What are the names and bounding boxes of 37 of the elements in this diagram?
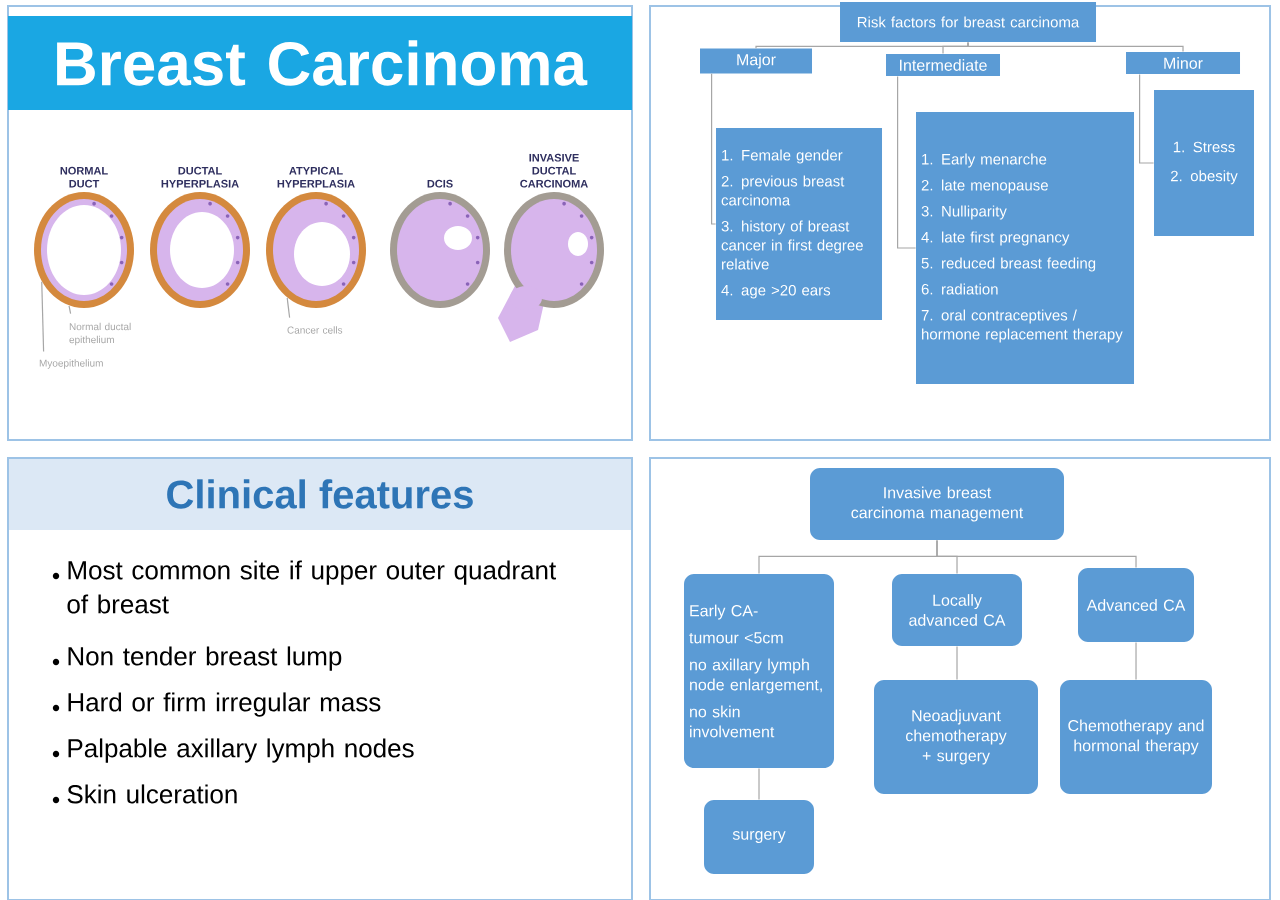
leader-line xyxy=(286,297,291,319)
process-box: Neoadjuvant chemotherapy + surgery xyxy=(874,680,1038,794)
category-box: Intermediate xyxy=(886,54,1000,76)
process-box: Early CA- tumour <5cm no axillary lymph node enlargement, no skin involvement xyxy=(684,574,834,768)
category-box: Major xyxy=(700,48,812,74)
duct-drawing xyxy=(390,192,490,308)
slide-panel xyxy=(649,457,1271,900)
bullet-item: Skin ulceration xyxy=(52,784,237,804)
connector-line xyxy=(1135,641,1137,681)
process-box: Locally advanced CA xyxy=(892,574,1022,646)
duct-drawing xyxy=(498,192,604,342)
panel-heading: Clinical features xyxy=(167,479,473,509)
connector-line xyxy=(758,767,760,801)
connector-line xyxy=(897,75,917,249)
leader-line xyxy=(41,281,45,353)
title-banner: Breast Carcinoma xyxy=(8,16,632,110)
connector-line xyxy=(956,645,958,681)
slide-panel xyxy=(7,5,633,441)
connector-line xyxy=(942,41,969,55)
root-box: Invasive breast carcinoma management xyxy=(810,468,1064,540)
connector-line xyxy=(967,41,1184,53)
bullet-item: Palpable axillary lymph nodes xyxy=(52,738,414,763)
feature-panel xyxy=(7,457,633,900)
bullet-item: Non tender breast lump xyxy=(52,646,342,671)
duct-drawing xyxy=(266,192,366,308)
duct-drawing xyxy=(34,192,134,308)
connector-line xyxy=(1139,73,1155,164)
bullet-item: Most common site if upper outer quadrant of breast xyxy=(52,560,556,614)
connector-line xyxy=(936,539,1137,569)
bullet-item: Hard or firm irregular mass xyxy=(52,692,381,717)
process-box: surgery xyxy=(704,800,814,874)
process-box: Advanced CA xyxy=(1078,568,1194,642)
leader-line xyxy=(68,305,72,315)
process-box: Chemotherapy and hormonal therapy xyxy=(1060,680,1212,794)
category-box: Minor xyxy=(1126,52,1240,74)
connector-line xyxy=(711,73,717,225)
duct-drawing xyxy=(150,192,250,308)
